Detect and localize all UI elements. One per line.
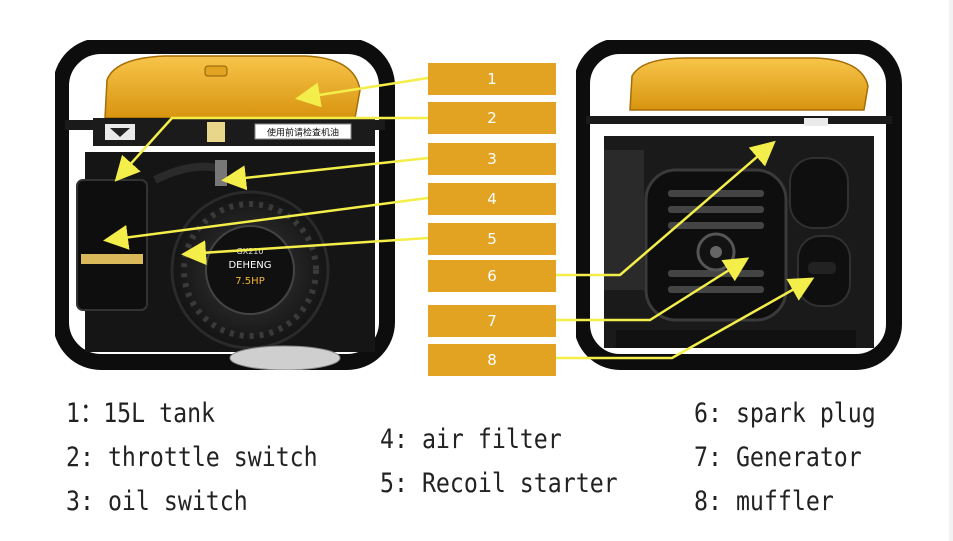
- legend-column-1: 1：15L tank 2: throttle switch 3: oil swi…: [66, 392, 318, 524]
- brand-label: DEHENG: [228, 260, 271, 271]
- legend-item-generator: 7: Generator: [694, 442, 862, 473]
- legend-item-oil-switch: 3: oil switch: [66, 486, 248, 517]
- legend-item-throttle-switch: 2: throttle switch: [66, 442, 318, 473]
- callout-box-4: 4: [428, 183, 556, 215]
- warning-label: 使用前请检查机油: [267, 127, 339, 139]
- arrow-1: [295, 76, 429, 108]
- callout-box-6: 6: [428, 260, 556, 292]
- legend-item-recoil-starter: 5: Recoil starter: [380, 468, 618, 499]
- legend-column-2: 4: air filter 5: Recoil starter: [380, 418, 618, 506]
- callout-box-7: 7: [428, 305, 556, 337]
- callout-box-5: 5: [428, 223, 556, 255]
- arrow-3: [221, 156, 429, 191]
- power-label: 7.5HP: [235, 276, 264, 287]
- legend-item-muffler: 8: muffler: [694, 486, 834, 517]
- legend-item-tank: 1：15L tank: [66, 398, 216, 429]
- arrow-6: [556, 140, 776, 277]
- callout-box-8: 8: [428, 344, 556, 376]
- legend-column-3: 6: spark plug 7: Generator 8: muffler: [694, 392, 876, 524]
- arrow-2: [114, 116, 428, 182]
- arrow-7: [556, 257, 750, 322]
- legend-item-air-filter: 4: air filter: [380, 424, 562, 455]
- callout-box-1: 1: [428, 63, 556, 95]
- arrow-5: [181, 236, 429, 266]
- arrow-8: [556, 277, 815, 360]
- callout-box-2: 2: [428, 102, 556, 134]
- legend-item-spark-plug: 6: spark plug: [694, 398, 876, 429]
- arrow-4: [103, 196, 429, 250]
- engine-model-label: GX210: [237, 247, 264, 256]
- page-edge: [949, 0, 953, 541]
- callout-box-3: 3: [428, 143, 556, 175]
